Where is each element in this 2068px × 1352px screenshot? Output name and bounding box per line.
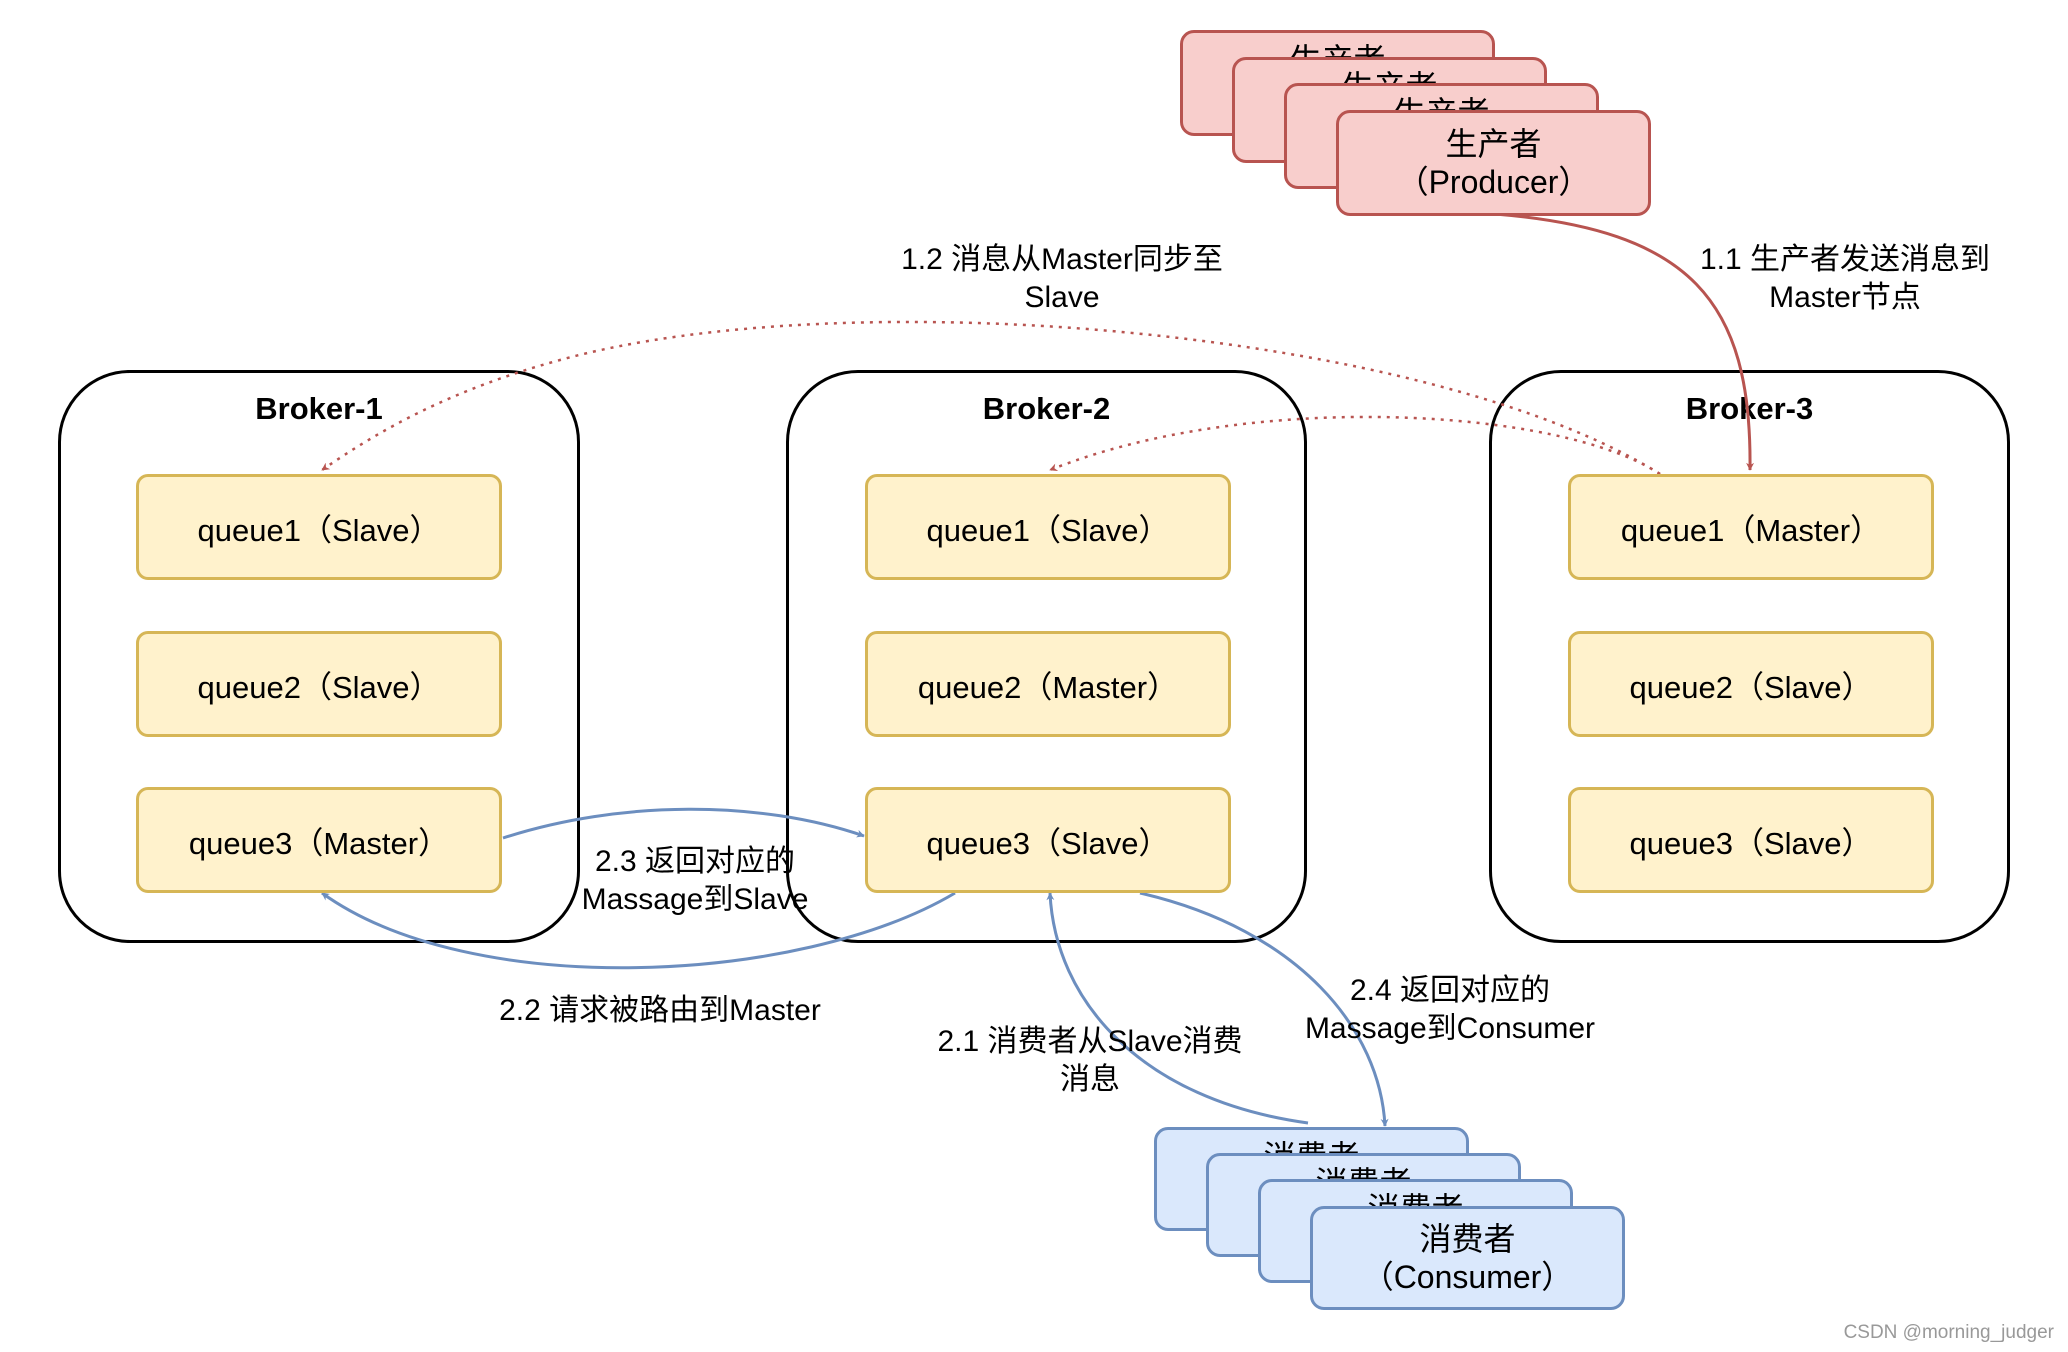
- arrow-2-3-return-to-slave: [502, 807, 865, 840]
- broker-3-queue2: queue2（Slave）: [1568, 631, 1934, 737]
- broker-2-title: Broker-2: [982, 391, 1111, 426]
- producer-name: 生产者: [1445, 126, 1542, 162]
- label-step-1-1: 1.1 生产者发送消息到 Master节点: [1699, 243, 1991, 314]
- arrow-2-4-return-to-consumer: [1139, 891, 1389, 1127]
- consumer-card-front: 消费者 （Consumer）: [1310, 1206, 1625, 1310]
- broker-2-queue3: queue3（Slave）: [865, 787, 1231, 893]
- arrow-1-2-sync-to-broker-2: [1049, 415, 1661, 476]
- broker-3-queue3: queue3（Slave）: [1568, 787, 1934, 893]
- label-step-2-4: 2.4 返回对应的 Massage到Consumer: [1304, 974, 1596, 1045]
- producer-card-front: 生产者 （Producer）: [1336, 110, 1651, 216]
- producer-role: （Producer）: [1396, 164, 1591, 200]
- broker-2-queue2: queue2（Master）: [865, 631, 1231, 737]
- broker-1-queue3: queue3（Master）: [136, 787, 502, 893]
- label-step-2-1: 2.1 消费者从Slave消费 消息: [937, 1025, 1243, 1096]
- broker-2-queue1: queue1（Slave）: [865, 474, 1231, 580]
- label-step-2-2: 2.2 请求被路由到Master: [499, 994, 821, 1027]
- broker-1-queue1: queue1（Slave）: [136, 474, 502, 580]
- label-step-2-3: 2.3 返回对应的 Massage到Slave: [581, 845, 809, 916]
- arrow-1-2-sync-to-broker-1: [321, 320, 1661, 476]
- arrow-2-2-route-to-master: [321, 891, 956, 970]
- label-step-1-2: 1.2 消息从Master同步至 Slave: [901, 243, 1223, 314]
- broker-1-queue2: queue2（Slave）: [136, 631, 502, 737]
- consumer-name: 消费者: [1419, 1221, 1516, 1257]
- arrow-2-1-consumer-to-slave: [1046, 892, 1309, 1125]
- broker-1-title: Broker-1: [255, 391, 383, 426]
- broker-3-queue1: queue1（Master）: [1568, 474, 1934, 580]
- consumer-role: （Consumer）: [1361, 1259, 1574, 1295]
- arrow-1-1-producer-to-master: [1494, 212, 1755, 471]
- watermark: CSDN @morning_judger: [1843, 1322, 2054, 1343]
